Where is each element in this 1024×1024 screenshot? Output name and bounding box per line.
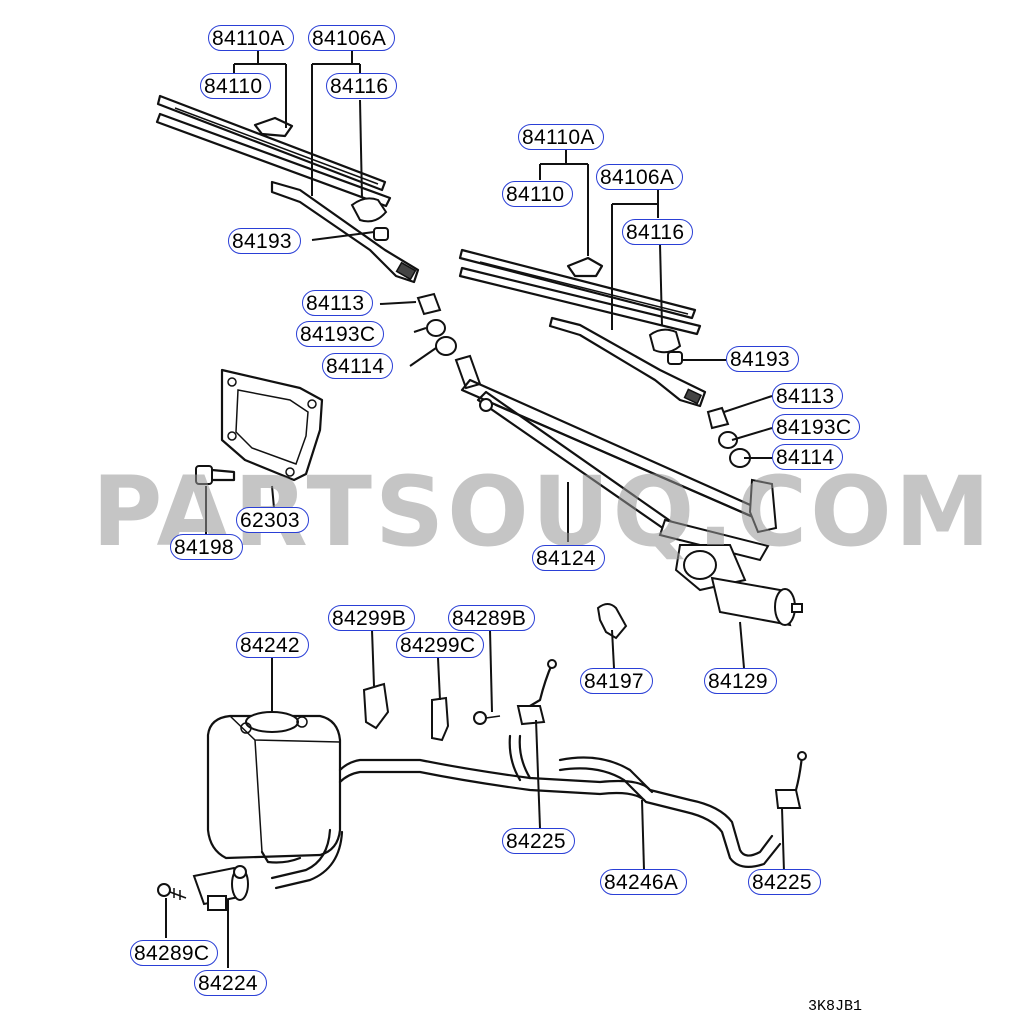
part-label-84106a-left[interactable]: 84106A [308, 25, 396, 51]
part-label-84114-left[interactable]: 84114 [322, 353, 394, 379]
leader-lines [165, 50, 785, 968]
part-label-84116-right[interactable]: 84116 [622, 219, 694, 245]
left-wiper-blade [155, 94, 392, 208]
part-label-84129[interactable]: 84129 [704, 668, 777, 694]
part-label-84110a-left[interactable]: 84110A [208, 25, 294, 51]
part-label-84193-left[interactable]: 84193 [228, 228, 301, 254]
bolt-84198 [195, 465, 236, 485]
part-label-84114-right[interactable]: 84114 [772, 444, 844, 470]
washer-nozzle-right [774, 751, 807, 809]
part-label-84289b[interactable]: 84289B [448, 605, 536, 631]
part-label-84193-right[interactable]: 84193 [726, 346, 799, 372]
part-label-84225-right[interactable]: 84225 [748, 869, 821, 895]
part-label-84224[interactable]: 84224 [194, 970, 267, 996]
part-label-84197[interactable]: 84197 [580, 668, 653, 694]
part-label-84113-right[interactable]: 84113 [772, 383, 844, 409]
right-wiper-arm [548, 316, 707, 408]
part-label-84289c[interactable]: 84289C [130, 940, 219, 966]
wiper-motor [658, 518, 803, 627]
right-wiper-blade [458, 248, 702, 336]
part-label-84198[interactable]: 84198 [170, 534, 243, 560]
part-label-84110-left[interactable]: 84110 [200, 73, 272, 99]
part-label-84116-left[interactable]: 84116 [326, 73, 398, 99]
left-wiper-arm [270, 180, 420, 284]
diagram-code: 3K8JB1 [807, 998, 862, 1015]
washer-hoses [270, 734, 782, 890]
part-label-84242[interactable]: 84242 [236, 632, 309, 658]
part-label-84113-left[interactable]: 84113 [302, 290, 374, 316]
part-label-84110-right[interactable]: 84110 [502, 181, 574, 207]
part-label-84299c[interactable]: 84299C [396, 632, 485, 658]
part-label-62303[interactable]: 62303 [236, 507, 309, 533]
screw-84289c [157, 883, 187, 900]
left-pivot-hardware [416, 292, 457, 356]
motor-gasket [220, 368, 324, 482]
bolt-84289b [473, 711, 501, 725]
washer-nozzle-left [516, 659, 557, 726]
part-label-84299b[interactable]: 84299B [328, 605, 416, 631]
washer-tank [206, 711, 342, 864]
bracket-84299b [362, 682, 390, 730]
washer-pump [192, 865, 249, 911]
clip-84197 [596, 603, 628, 640]
part-label-84193c-right[interactable]: 84193C [772, 414, 861, 440]
part-label-84106a-right[interactable]: 84106A [596, 164, 684, 190]
part-label-84110a-right[interactable]: 84110A [518, 124, 604, 150]
part-label-84193c-left[interactable]: 84193C [296, 321, 385, 347]
right-pivot-hardware [706, 406, 751, 468]
part-label-84225-left[interactable]: 84225 [502, 828, 575, 854]
part-label-84246a[interactable]: 84246A [600, 869, 688, 895]
bracket-84299c [431, 696, 450, 742]
part-label-84124[interactable]: 84124 [532, 545, 605, 571]
